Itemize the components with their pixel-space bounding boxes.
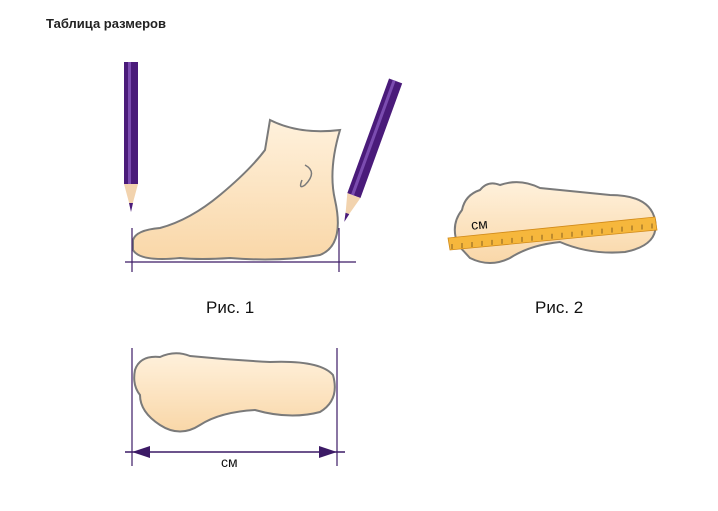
side-foot-shape — [132, 118, 342, 261]
arrow-left-icon — [132, 446, 150, 458]
page-title: Таблица размеров — [46, 16, 166, 31]
arrow-right-icon — [319, 446, 337, 458]
ruler — [447, 216, 658, 251]
figure-2-foot-with-ruler — [447, 181, 658, 264]
figure-1-side-foot — [124, 62, 403, 272]
pencil-icon — [124, 62, 138, 212]
figure-3-foot-top — [125, 348, 345, 466]
length-unit-label: см — [221, 454, 238, 470]
ankle-bone — [299, 164, 313, 188]
figure-1-caption: Рис. 1 — [206, 298, 255, 317]
figure-2-caption: Рис. 2 — [535, 298, 584, 317]
pencil-icon — [344, 78, 403, 222]
ruler-unit-label: см — [470, 215, 489, 233]
